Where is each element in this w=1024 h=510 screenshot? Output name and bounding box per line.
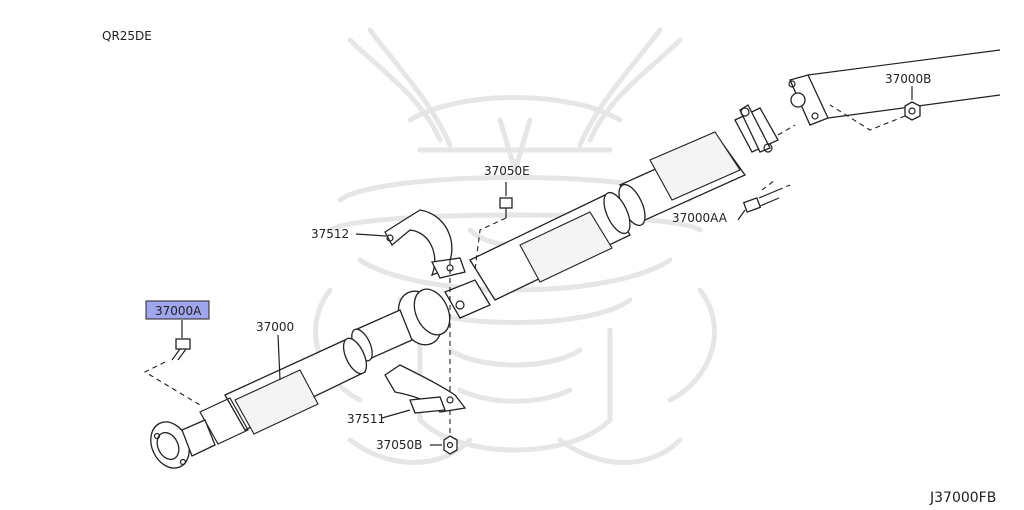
leader-37000A-dash <box>143 361 201 406</box>
callout-37000AA: 37000AA <box>672 211 728 225</box>
callout-37000A: 37000A <box>155 304 202 318</box>
bracket-37511 <box>384 364 467 414</box>
callout-37512: 37512 <box>311 227 349 241</box>
bolt-37050E[interactable] <box>499 197 513 218</box>
engine-label: QR25DE <box>102 29 152 43</box>
center-bearing <box>351 279 491 362</box>
rear-tube <box>618 131 746 227</box>
leader-37511 <box>381 409 411 419</box>
callout-37000B: 37000B <box>885 72 931 86</box>
callout-37511: 37511 <box>347 412 385 426</box>
companion-flange-right <box>788 49 1001 126</box>
leader-37000AA <box>737 209 746 221</box>
nut-37000B[interactable] <box>904 101 921 121</box>
leader-37050E-dash <box>474 217 507 271</box>
mid-tube <box>469 191 631 301</box>
leader-37000B-dash <box>829 104 906 131</box>
bracket-37512 <box>384 209 466 279</box>
nut-37050B[interactable] <box>443 435 458 455</box>
leader-37000 <box>277 334 281 381</box>
bolt-37000AA[interactable] <box>742 189 780 213</box>
callout-37050B: 37050B <box>376 438 422 452</box>
callout-37000: 37000 <box>256 320 294 334</box>
callout-37050E: 37050E <box>484 164 530 178</box>
bolt-37000A[interactable] <box>171 338 191 361</box>
universal-joint-rear <box>734 104 796 153</box>
leader-37512 <box>355 233 387 237</box>
propeller-shaft-37000[interactable] <box>199 335 371 445</box>
companion-flange-front <box>150 419 216 469</box>
callout-37000A-highlight[interactable] <box>145 300 210 320</box>
diagram-code: J37000FB <box>929 490 996 506</box>
leader-37000AA-dash <box>761 179 791 191</box>
